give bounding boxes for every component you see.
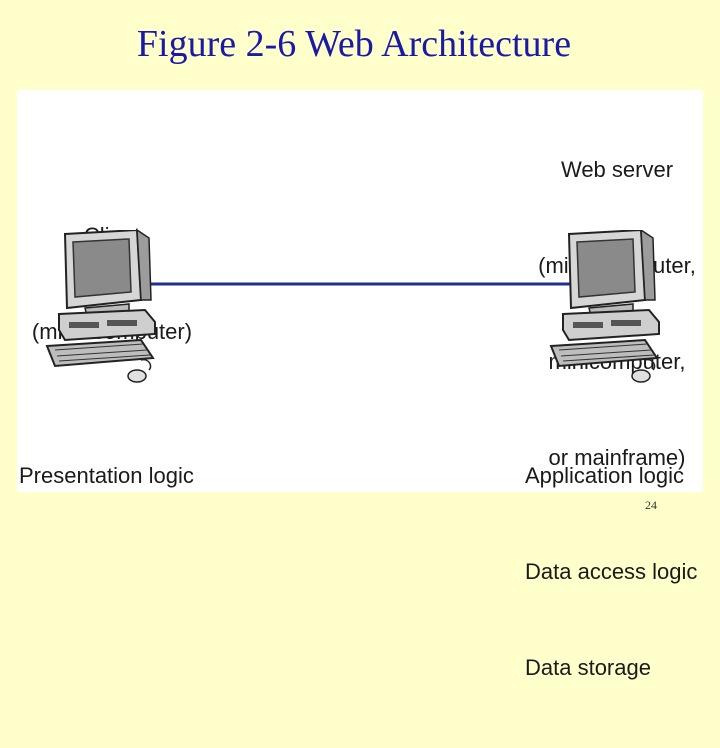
network-connection	[137, 282, 577, 286]
page-number: 24	[645, 498, 657, 512]
server-label-line: or mainframe)	[548, 445, 686, 470]
diagram-panel: Client (microcomputer) Web server (micro…	[17, 90, 703, 680]
server-logic-line: Application logic	[525, 463, 684, 488]
client-logic-label: Presentation logic	[19, 396, 194, 556]
client-computer-icon	[45, 230, 156, 383]
server-logic-line: Data storage	[525, 655, 651, 680]
server-label-line: Web server	[560, 157, 674, 182]
server-logic-label: Application logic Data access logic Data…	[525, 396, 697, 748]
slide-title: Figure 2-6 Web Architecture	[136, 23, 572, 65]
server-logic-line: Data access logic	[525, 559, 698, 584]
client-logic-line: Presentation logic	[19, 463, 194, 488]
web-server-computer-icon	[549, 230, 660, 383]
